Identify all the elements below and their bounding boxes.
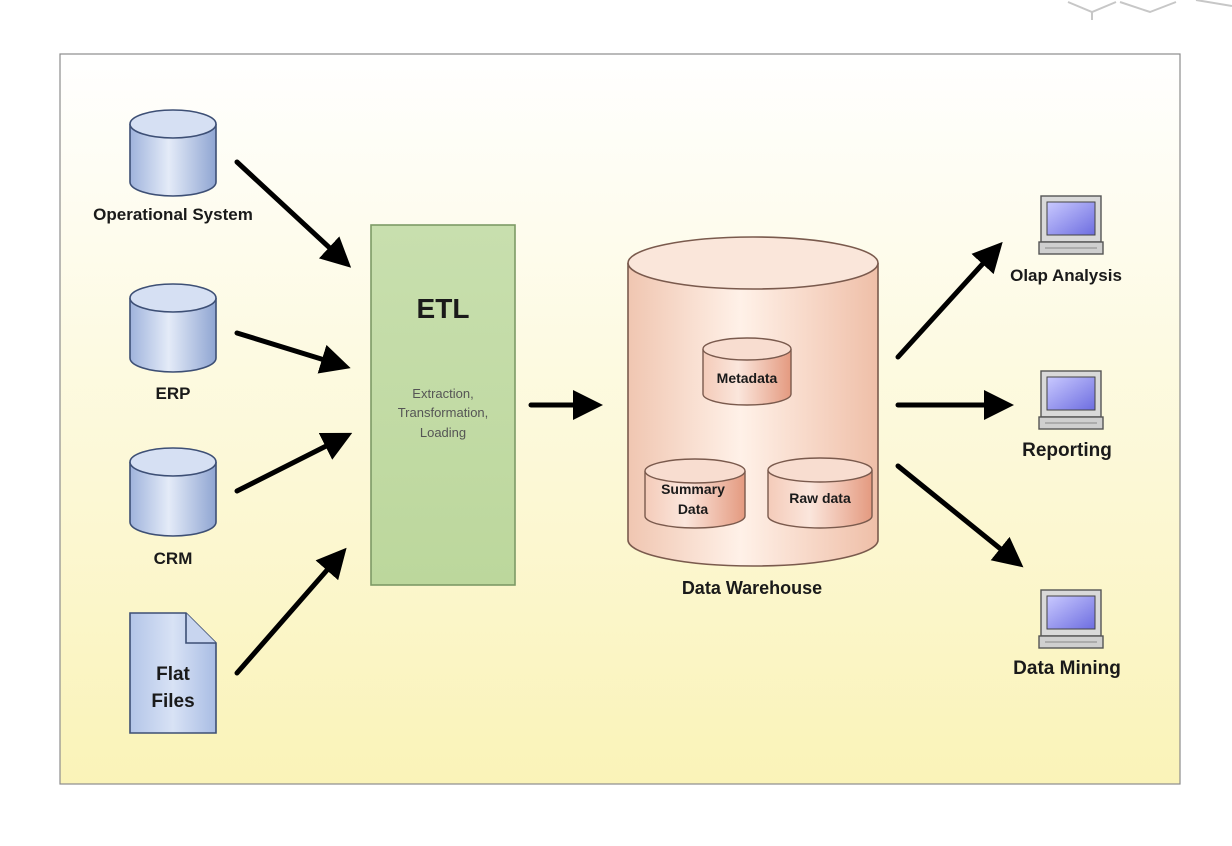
flat-files-document-icon — [129, 612, 217, 734]
reporting-computer-icon — [1038, 370, 1104, 430]
etl-title: ETL — [417, 293, 470, 324]
raw-data-label: Raw data — [789, 490, 851, 506]
flat-files-label-line1: Flat — [156, 664, 190, 685]
arrow-crm-to-etl — [234, 432, 353, 494]
reporting-label: Reporting — [1022, 440, 1112, 461]
etl-box — [370, 224, 516, 586]
arrow-flatfiles-to-etl — [234, 547, 347, 676]
data-warehouse-label: Data Warehouse — [682, 578, 822, 598]
flat-files-label-line2: Files — [151, 691, 194, 712]
etl-subtitle-line2: Transformation, — [398, 405, 489, 420]
olap-analysis-label: Olap Analysis — [1010, 266, 1122, 285]
data-mining-label: Data Mining — [1013, 658, 1121, 679]
summary-data-label-line1: Summary — [661, 481, 725, 497]
crm-db-icon — [129, 447, 217, 537]
metadata-db-icon — [702, 337, 792, 406]
etl-subtitle-line3: Loading — [420, 425, 466, 440]
erp-db-icon — [129, 283, 217, 373]
summary-data-db-icon — [644, 458, 746, 529]
arrow-warehouse-to-mining — [895, 463, 1024, 568]
olap-computer-icon — [1038, 195, 1104, 255]
summary-data-label-line2: Data — [678, 501, 709, 517]
crm-label: CRM — [154, 549, 193, 568]
diagram-panel — [59, 53, 1181, 785]
arrow-warehouse-to-olap — [895, 241, 1003, 360]
corner-logo — [1067, 0, 1232, 20]
data-mining-computer-icon — [1038, 589, 1104, 649]
operational-system-db-icon — [129, 109, 217, 197]
arrow-operational-to-etl — [234, 159, 352, 268]
raw-data-db-icon — [767, 457, 873, 529]
arrow-erp-to-etl — [234, 330, 351, 374]
metadata-label: Metadata — [717, 370, 778, 386]
etl-subtitle-line1: Extraction, — [412, 386, 473, 401]
erp-label: ERP — [156, 384, 191, 403]
operational-system-label: Operational System — [93, 205, 253, 224]
